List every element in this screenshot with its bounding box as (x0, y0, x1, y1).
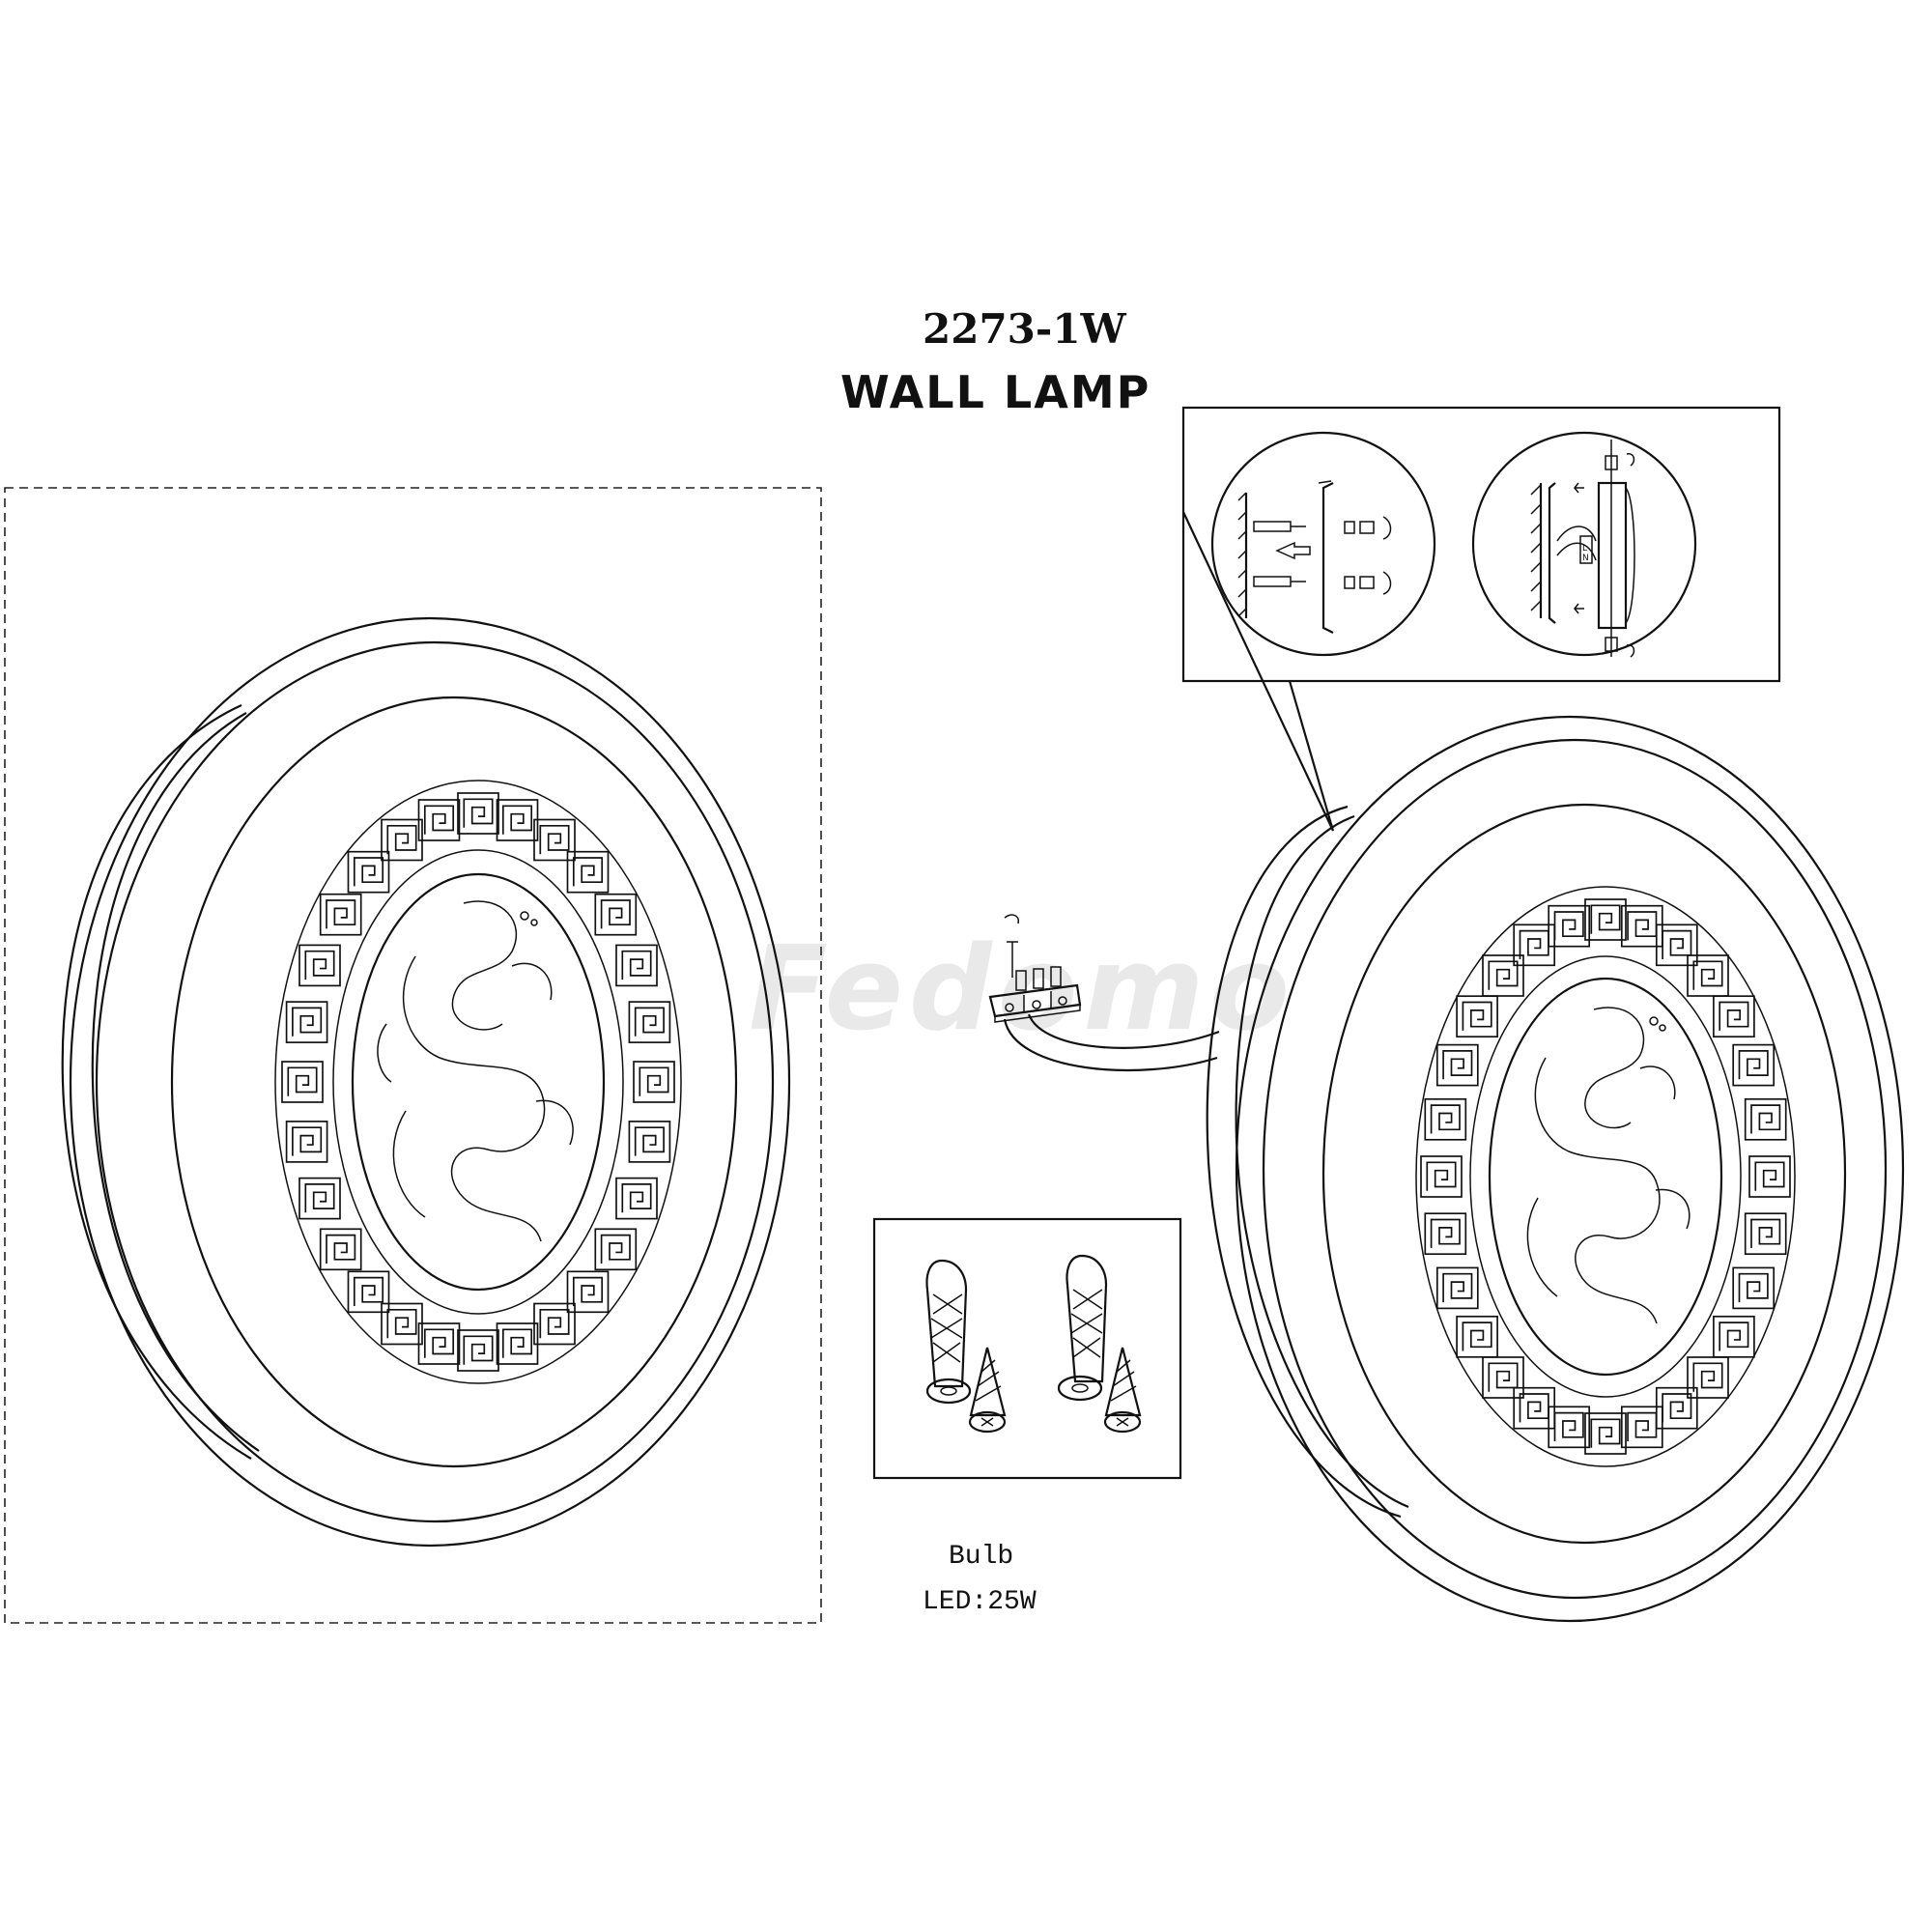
meander-tile (566, 1270, 610, 1314)
meander-tile (347, 850, 390, 894)
meander-tile (281, 1061, 324, 1103)
meander-tile (594, 1228, 638, 1271)
product-title: WALL LAMP (840, 366, 1151, 418)
power-cable (1003, 1018, 1218, 1072)
lamp-back-rim (61, 704, 252, 1460)
dragon-motif-right (1526, 1007, 1690, 1324)
screw (1103, 1347, 1142, 1434)
meander-tile (633, 1061, 675, 1103)
model-number: 2273-1W (923, 305, 1127, 353)
meander-tile (566, 850, 610, 894)
meander-tile (1584, 1412, 1627, 1455)
step-wiring: L N (1471, 431, 1697, 658)
meander-tile (1482, 954, 1524, 997)
installation-detail: L N (1181, 406, 1781, 832)
meander-tile (319, 1228, 362, 1271)
meander-tile (1713, 1315, 1755, 1358)
mounting-plate (988, 914, 1220, 1072)
meander-tile (319, 893, 362, 936)
meander-tile (615, 944, 658, 987)
meander-tile (496, 1322, 539, 1365)
greek-key-band (281, 792, 675, 1372)
meander-tile (1456, 995, 1498, 1038)
meander-tile (1424, 1097, 1467, 1141)
meander-tile (1435, 1043, 1479, 1087)
meander-tile (381, 1302, 423, 1346)
meander-tile (298, 1177, 341, 1220)
meander-tile (1420, 1155, 1463, 1198)
meander-tile (1655, 923, 1698, 967)
dragon-medallion (351, 872, 606, 1292)
perspective-view (1206, 715, 1905, 1623)
meander-tile (1482, 1356, 1524, 1399)
front-view-frame (4, 487, 822, 1624)
meander-tile (533, 1302, 576, 1346)
terminal-n-label: N (1582, 554, 1589, 563)
meander-tile (381, 818, 423, 862)
meander-tile (1424, 1212, 1467, 1256)
lamp-face (170, 696, 738, 1468)
meander-tile (298, 944, 341, 987)
meander-tile (1732, 1043, 1776, 1087)
wall-anchor (925, 1259, 972, 1405)
meander-tile (615, 1177, 658, 1220)
front-view (4, 487, 822, 1624)
meander-tile (1687, 1356, 1729, 1399)
meander-tile (285, 1121, 328, 1163)
step-bracket-mount (1210, 431, 1436, 657)
meander-tile (347, 1270, 390, 1314)
dragon-medallion-right (1488, 977, 1723, 1377)
meander-tile (417, 1322, 461, 1365)
meander-tile (417, 799, 461, 841)
meander-tile (1620, 1406, 1663, 1449)
lamp-outer-ring-right (1235, 715, 1905, 1623)
meander-tile (1687, 954, 1729, 997)
meander-tile (496, 799, 539, 841)
meander-tile (628, 1121, 671, 1163)
detail-frame (1181, 406, 1781, 683)
terminal-l-label: L (1582, 544, 1587, 554)
meander-tile (628, 1001, 671, 1043)
meander-tile (1744, 1097, 1787, 1141)
accessories-box (872, 1217, 1182, 1480)
meander-tile (1456, 1315, 1498, 1358)
lamp-face-right (1321, 803, 1847, 1545)
meander-tile (1748, 1155, 1791, 1198)
meander-tile (1713, 995, 1755, 1038)
wall-anchor (1057, 1254, 1108, 1402)
lamp-outer-ring (69, 616, 791, 1548)
bulb-label: Bulb (949, 1542, 1013, 1572)
meander-tile (285, 1001, 328, 1043)
dragon-motif (377, 900, 574, 1242)
meander-tile (1732, 1266, 1776, 1310)
meander-tile (594, 893, 638, 936)
meander-tile (1744, 1212, 1787, 1256)
meander-tile (1435, 1266, 1479, 1310)
meander-tile (457, 1329, 499, 1372)
meander-tile (533, 818, 576, 862)
greek-key-band-right (1420, 898, 1791, 1455)
meander-tile (457, 792, 499, 835)
detail-callout (1182, 511, 1335, 832)
bulb-spec: LED:25W (923, 1587, 1037, 1617)
screw (968, 1347, 1007, 1434)
meander-tile (1584, 898, 1627, 941)
